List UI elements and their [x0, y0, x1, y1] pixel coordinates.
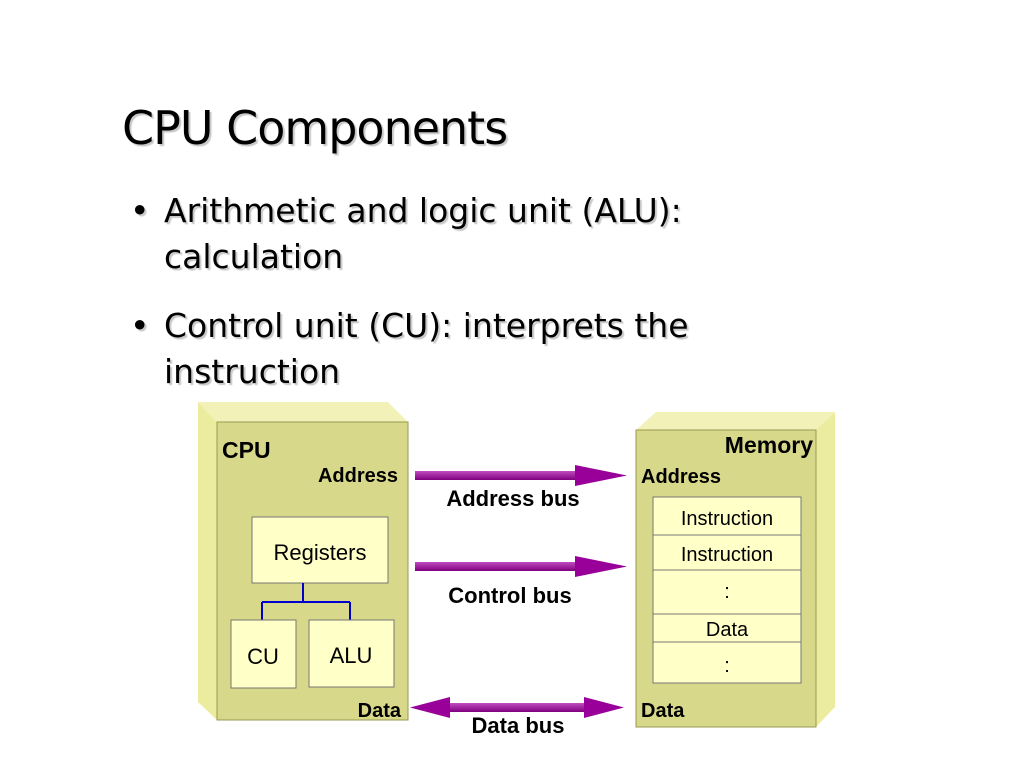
address-bus-label: Address bus — [446, 486, 579, 511]
memory-box-side — [816, 412, 835, 727]
bullet-cu: • Control unit (CU): interprets the inst… — [120, 303, 840, 395]
cpu-box-top — [198, 402, 408, 422]
bullet-list: • Arithmetic and logic unit (ALU): calcu… — [120, 188, 840, 418]
memory-box-top — [636, 412, 835, 430]
registers-label: Registers — [274, 540, 367, 565]
address-bus-arrow — [415, 465, 627, 486]
control-bus-arrow — [415, 556, 627, 577]
memory-cells-frame — [652, 496, 802, 684]
slide-title: CPU Components — [122, 101, 508, 155]
bullet-dot-icon: • — [130, 191, 150, 230]
cpu-box: CPU Address Data Registers CU ALU — [198, 402, 409, 722]
cpu-box-side — [198, 402, 217, 720]
data-bus-arrow — [410, 697, 624, 718]
memory-cell: : — [724, 581, 730, 603]
cpu-address-label: Address — [318, 465, 398, 487]
cpu-title: CPU — [222, 437, 271, 463]
bullet-text: Control unit (CU): interprets the instru… — [164, 306, 689, 391]
memory-address-label: Address — [641, 466, 721, 488]
cu-label: CU — [247, 644, 279, 669]
alu-box — [308, 619, 395, 688]
memory-cells: Instruction Instruction : Data : — [652, 496, 802, 684]
memory-cell: Instruction — [681, 508, 773, 530]
memory-data-label: Data — [641, 700, 685, 722]
cu-box — [230, 619, 297, 689]
data-bus-label: Data bus — [472, 713, 565, 738]
bullet-dot-icon: • — [130, 306, 150, 345]
memory-title: Memory — [725, 432, 813, 458]
memory-cell: Instruction — [681, 544, 773, 566]
memory-box: Memory Address Data Instruction Instruct… — [635, 412, 835, 728]
alu-label: ALU — [330, 643, 373, 668]
register-connector — [261, 583, 351, 620]
bullet-text: Arithmetic and logic unit (ALU): calcula… — [164, 191, 682, 276]
bullet-alu: • Arithmetic and logic unit (ALU): calcu… — [120, 188, 840, 280]
memory-cell: : — [724, 655, 730, 677]
registers-box — [251, 516, 389, 584]
control-bus-label: Control bus — [448, 583, 571, 608]
memory-cell: Data — [706, 619, 749, 641]
cpu-data-label: Data — [358, 700, 402, 722]
